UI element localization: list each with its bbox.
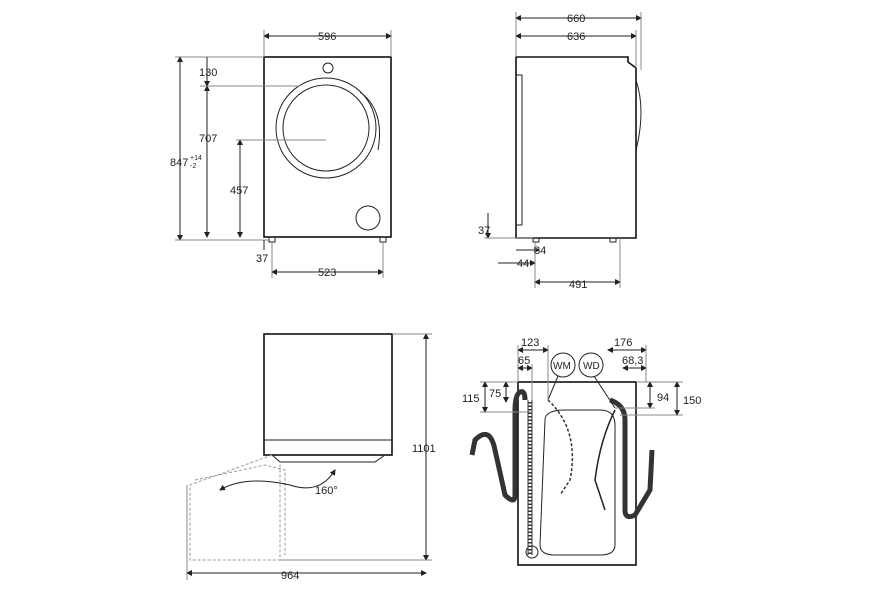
dim-height-tol-minus: -2 — [190, 163, 196, 170]
dim-foot-height: 37 — [478, 225, 490, 237]
wm-callout — [550, 352, 576, 378]
dim-depth-open: 964 — [281, 570, 299, 582]
drain-hose — [609, 397, 655, 520]
dim-height-open: 1101 — [412, 443, 436, 455]
program-knob — [322, 62, 334, 74]
back-view: WM WD 123 65 176 68,3 115 75 94 150 — [462, 337, 701, 566]
dim-wd-inner: 68,3 — [622, 355, 643, 367]
machine-side-body — [515, 56, 637, 239]
machine-top-body — [263, 333, 393, 456]
dim-foot-span: 523 — [318, 267, 336, 279]
dim-right-inner: 94 — [657, 392, 669, 404]
inlet-hose — [469, 389, 528, 503]
wd-label: WD — [583, 361, 600, 372]
dim-width: 596 — [318, 31, 336, 43]
machine-front-body — [263, 56, 392, 238]
filter-cover — [355, 205, 381, 231]
dim-front-offset: 44 — [517, 258, 529, 270]
dim-depth-total: 660 — [567, 13, 585, 25]
open-door-outline — [189, 454, 281, 561]
wm-label: WM — [553, 361, 571, 372]
dim-foot-offset: 34 — [534, 245, 546, 257]
dim-door-angle: 160° — [315, 485, 338, 497]
dim-wm-outer: 123 — [521, 337, 539, 349]
dim-depth-body: 636 — [567, 31, 585, 43]
dim-wd-outer: 176 — [614, 337, 632, 349]
door-glass — [282, 84, 370, 172]
dim-door-height: 707 — [199, 133, 217, 145]
front-view: 596 847 +14 -2 130 707 457 37 523 — [170, 30, 392, 279]
dim-height-tol-plus: +14 — [190, 155, 202, 162]
dim-door-center: 457 — [230, 185, 248, 197]
dim-top-offset: 130 — [199, 67, 217, 79]
dim-left-outer: 115 — [462, 393, 480, 405]
dim-wm-inner: 65 — [518, 355, 530, 367]
machine-back-body — [517, 381, 637, 566]
wd-callout — [578, 352, 604, 378]
dim-right-outer: 150 — [683, 395, 701, 407]
door-outer — [275, 77, 377, 179]
dim-foot-depth: 491 — [569, 279, 587, 291]
side-view: 660 636 37 34 44 491 — [478, 12, 642, 291]
dim-foot: 37 — [256, 253, 268, 265]
door-open-view: 160° 1101 964 — [186, 333, 436, 582]
dim-height: 847 — [170, 157, 188, 169]
dim-left-inner: 75 — [489, 388, 501, 400]
